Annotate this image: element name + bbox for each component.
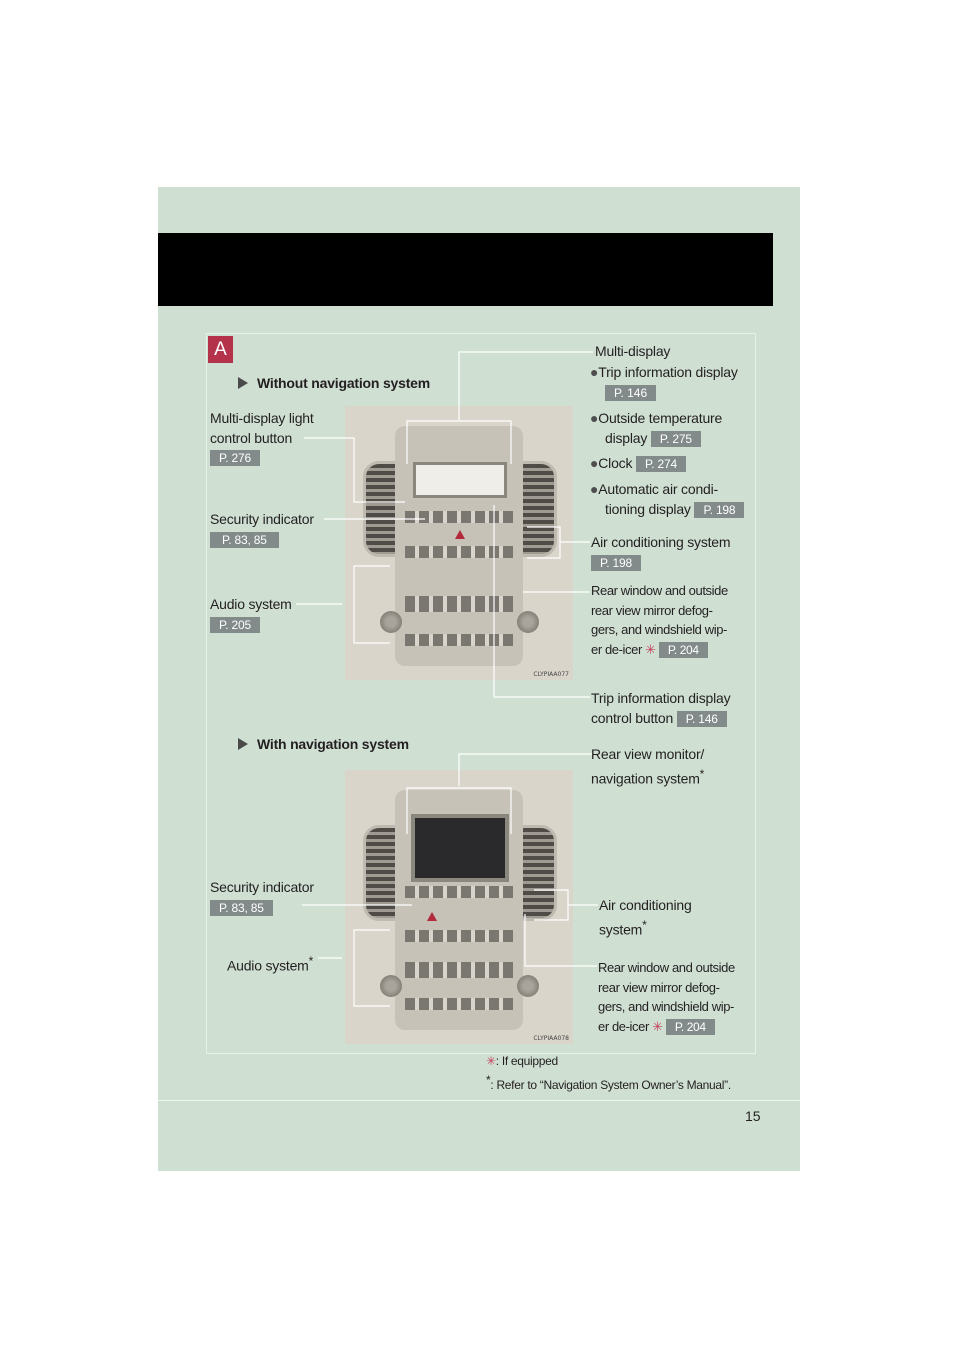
button-row xyxy=(405,511,513,523)
manual-star-icon: * xyxy=(308,954,314,968)
ref-trip-info-display: P. 146 xyxy=(605,384,657,402)
navigation-screen xyxy=(411,814,509,882)
button-row xyxy=(405,998,513,1010)
triangle-icon xyxy=(238,738,248,750)
manual-star-icon: * xyxy=(642,917,647,932)
audio-panel xyxy=(405,596,513,612)
hazard-icon xyxy=(455,530,465,539)
footnote-equipped: ✳: If equipped xyxy=(486,1054,558,1068)
ref-security-indicator-nav: P. 83, 85 xyxy=(210,899,273,916)
hazard-icon xyxy=(427,912,437,921)
label-rear-view-monitor: Rear view monitor/navigation system* xyxy=(591,746,705,787)
photo-code: CLYPIAA077 xyxy=(533,671,569,678)
ref-outside-temp: P. 275 xyxy=(650,430,701,447)
tune-knob xyxy=(517,611,539,633)
ref-multi-display-light: P. 276 xyxy=(210,450,260,466)
volume-knob xyxy=(380,975,402,997)
footer-divider xyxy=(158,1100,800,1101)
multi-display-screen xyxy=(413,462,507,498)
ref-clock: P. 274 xyxy=(635,456,686,472)
equipped-star-icon: ✳ xyxy=(645,641,656,657)
label-audio-system-nav: Audio system* xyxy=(227,954,314,974)
heading-with-nav: With navigation system xyxy=(238,736,409,752)
label-auto-ac-display: ●Automatic air condi-tioning display P. … xyxy=(590,480,745,519)
button-row xyxy=(405,546,513,558)
ref-ac-system: P. 198 xyxy=(591,554,641,571)
equipped-star-icon: ✳ xyxy=(486,1054,496,1068)
header-bar xyxy=(158,233,773,306)
ref-auto-ac-display: P. 198 xyxy=(694,501,745,518)
volume-knob xyxy=(380,611,402,633)
ref-audio-system: P. 205 xyxy=(210,616,260,633)
manual-star-icon: * xyxy=(486,1073,491,1087)
figure-panel xyxy=(206,333,756,1054)
footnote-manual: *: Refer to “Navigation System Owner’s M… xyxy=(486,1073,731,1092)
dashboard-photo-without-nav: CLYPIAA077 xyxy=(345,406,573,680)
ref-trip-info-button: P. 146 xyxy=(676,710,727,727)
page-number: 15 xyxy=(745,1108,761,1124)
triangle-icon xyxy=(238,377,248,389)
button-row xyxy=(405,634,513,646)
manual-star-icon: * xyxy=(699,766,705,781)
button-row xyxy=(405,886,513,898)
equipped-star-icon: ✳ xyxy=(652,1018,663,1034)
heading-without-nav: Without navigation system xyxy=(238,375,430,391)
ref-rear-window-defogger-nav: P. 204 xyxy=(665,1018,715,1035)
label-trip-info-display: ●Trip information display xyxy=(590,364,738,380)
ref-security-indicator: P. 83, 85 xyxy=(210,531,279,548)
label-clock: ●Clock P. 274 xyxy=(590,454,686,474)
button-row xyxy=(405,930,513,942)
audio-panel xyxy=(405,962,513,978)
label-multi-display: Multi-display xyxy=(595,343,671,359)
ref-rear-window-defogger: P. 204 xyxy=(658,641,708,658)
tune-knob xyxy=(517,975,539,997)
photo-code: CLYPIAA078 xyxy=(533,1035,569,1042)
section-tab: A xyxy=(208,336,233,363)
